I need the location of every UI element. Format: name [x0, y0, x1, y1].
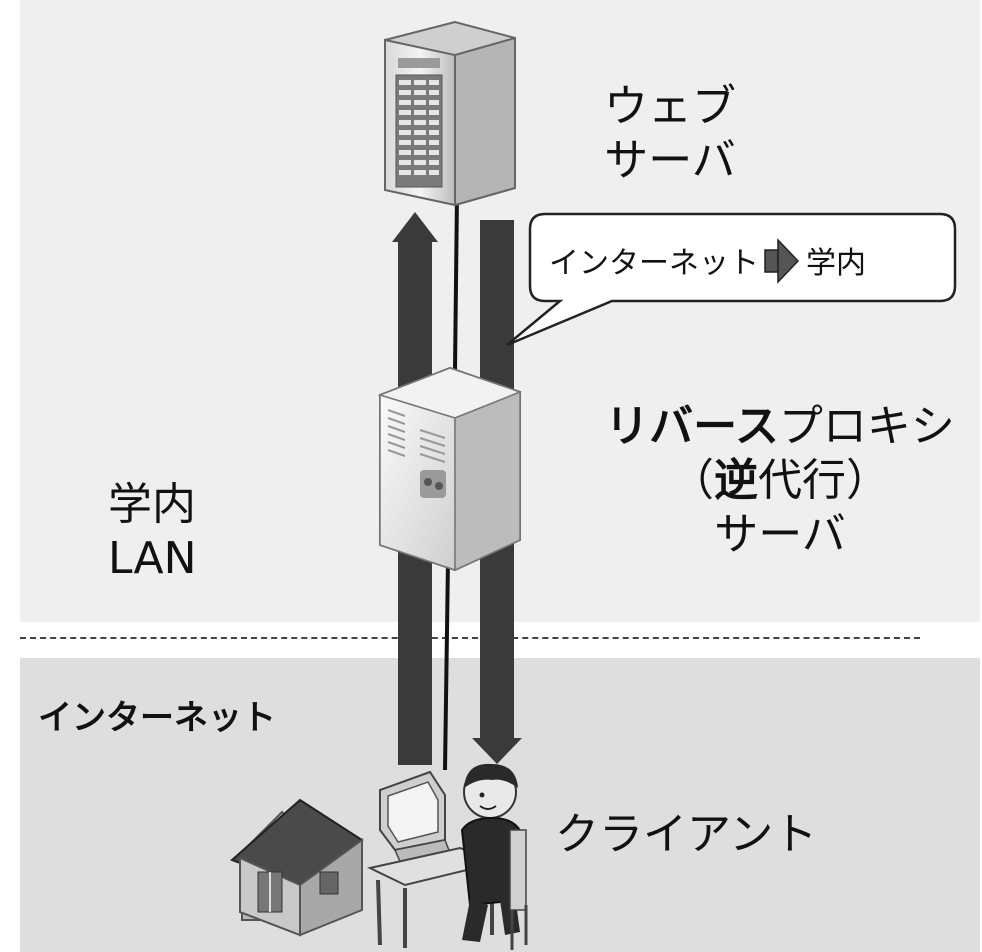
tower-server-icon — [384, 20, 516, 207]
computer-icon — [366, 770, 504, 948]
web-server-label: ウェブ サーバ — [600, 80, 740, 188]
reverse-proxy-label-line2: （逆代行） — [580, 454, 980, 508]
reverse-kanji: 逆 — [714, 455, 758, 506]
web-server-label-line2: サーバ — [604, 135, 736, 186]
campus-lan-label-line1: 学内 — [108, 479, 196, 530]
reverse-proxy-bold: リバース — [605, 401, 779, 452]
right-arrow-icon — [764, 238, 800, 284]
reverse-proxy-normal: プロキシ — [778, 401, 955, 452]
reverse-proxy-label-line1: リバースプロキシ — [580, 400, 980, 454]
callout-to-label: 学内 — [806, 246, 866, 281]
paren-open: （ — [670, 455, 714, 506]
user-icon — [460, 763, 528, 950]
network-boundary-line — [20, 637, 920, 639]
web-server-label-line1: ウェブ — [604, 81, 736, 132]
callout-bubble — [506, 212, 957, 347]
proxy-server-icon — [377, 366, 523, 572]
connection-line — [443, 194, 459, 771]
internet-zone-label: インターネット — [38, 698, 276, 738]
client-label: クライアント — [555, 809, 818, 860]
reverse-proxy-label-line3: サーバ — [714, 509, 846, 560]
substitute-kanji: 代行 — [758, 455, 846, 506]
paren-close: ） — [846, 455, 890, 506]
campus-lan-label-line2: LAN — [108, 533, 197, 584]
callout-from-label: インターネット — [549, 246, 759, 281]
house-icon — [230, 798, 364, 937]
campus-lan-label: 学内 LAN — [108, 478, 197, 586]
reverse-proxy-label: リバースプロキシ （逆代行） サーバ — [580, 400, 980, 562]
